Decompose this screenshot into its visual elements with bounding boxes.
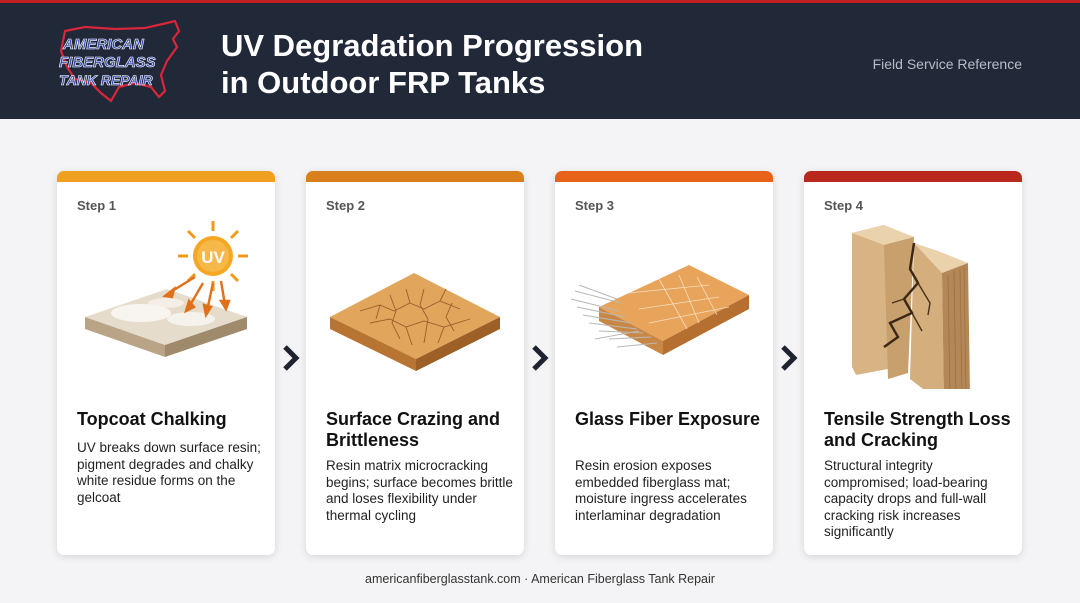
step-desc-1: UV breaks down surface resin; pigment de… [77,440,261,505]
step-card-1: Step 1 UV Topcoat Chalking UV breaks dow… [57,171,275,555]
loose-fibers [570,284,658,348]
cracked-laminate-illustration [852,225,970,389]
step-desc-4: Structural integrity compromised; load-b… [824,458,988,539]
chalky-panel-illustration: UV [85,221,248,357]
step-title-3: Glass Fiber Exposure [575,409,761,429]
chevron-right-icon [781,345,798,371]
footer-text: americanfiberglasstank.com · American Fi… [365,572,715,586]
step-bar-1 [57,171,275,182]
svg-text:FIBERGLASS: FIBERGLASS [59,54,156,71]
uv-sun-icon: UV [178,221,248,291]
laminate-layers [947,266,967,389]
uv-rays-arrows-icon [162,275,231,319]
reference-label: Field Service Reference [872,56,1022,72]
branch-cracks [891,282,931,332]
title-line-1: UV Degradation Progression [221,28,644,63]
crack-pattern [359,288,471,346]
exposed-fibers-illustration [570,265,749,355]
step-card-3: Step 3 Glass Fiber Exposure Resin erosio… [555,171,773,555]
title-line-2: in Outdoor FRP Tanks [221,65,546,100]
step-card-2: Step 2 Surface Crazing and Brittleness R… [306,171,524,555]
main-crack [883,242,920,348]
step-card-4: Step 4 Tensile Strength Loss and Crackin… [804,171,1022,555]
step-desc-3: Resin erosion exposes embedded fiberglas… [575,458,747,523]
crazed-panel-illustration [330,273,500,371]
step-bar-4 [804,171,1022,182]
company-logo: AMERICAN FIBERGLASS TANK REPAIR [59,19,181,103]
step-label-4: Step 4 [824,198,864,213]
step-desc-2: Resin matrix microcracking begins; surfa… [326,458,513,523]
chevron-right-icon [532,345,549,371]
step-title-4: Tensile Strength Loss and Cracking [824,409,1011,450]
step-label-3: Step 3 [575,198,615,213]
svg-text:UV: UV [201,248,225,267]
svg-text:AMERICAN: AMERICAN [62,36,145,53]
step-title-1: Topcoat Chalking [77,409,227,429]
fiber-mat-texture [628,274,730,330]
step-label-1: Step 1 [77,198,117,213]
step-bar-2 [306,171,524,182]
svg-text:TANK REPAIR: TANK REPAIR [59,72,153,88]
step-title-2: Surface Crazing and Brittleness [326,409,501,450]
page-title: UV Degradation Progression in Outdoor FR… [221,27,643,101]
step-label-2: Step 2 [326,198,366,213]
header-banner: AMERICAN FIBERGLASS TANK REPAIR UV Degra… [0,0,1080,119]
chevron-right-icon [283,345,300,371]
step-bar-3 [555,171,773,182]
